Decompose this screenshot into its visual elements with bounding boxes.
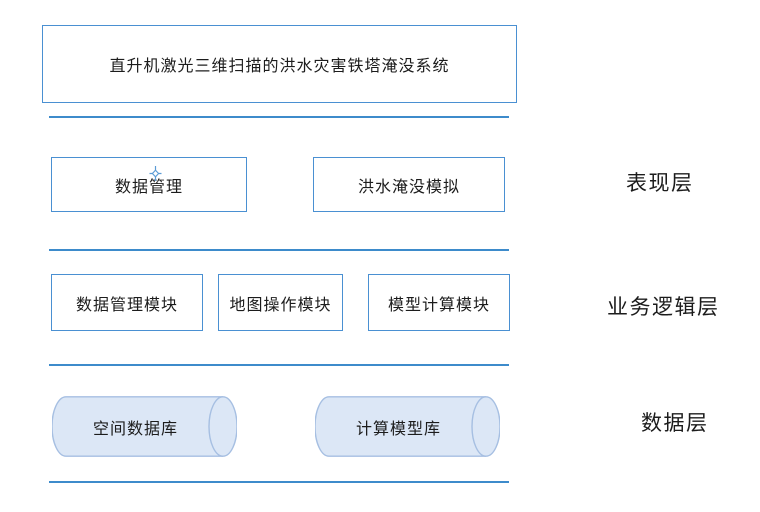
layer-divider-1 <box>49 116 509 118</box>
box-model-calculation-module: 模型计算模块 <box>368 274 510 331</box>
box-label: 模型计算模块 <box>387 294 490 314</box>
layer-divider-2 <box>49 249 509 251</box>
box-label: 地图操作模块 <box>229 294 332 314</box>
anchor-cursor-icon <box>149 166 162 181</box>
box-label: 洪水淹没模拟 <box>357 176 460 196</box>
layer-divider-3 <box>49 364 509 366</box>
cylinder-model-library: 计算模型库 <box>315 396 500 457</box>
layer-divider-4 <box>49 481 509 483</box>
layer-label-presentation: 表现层 <box>626 171 694 195</box>
box-map-operation-module: 地图操作模块 <box>218 274 343 331</box>
system-title-box: 直升机激光三维扫描的洪水灾害铁塔淹没系统 <box>42 25 517 103</box>
system-title-text: 直升机激光三维扫描的洪水灾害铁塔淹没系统 <box>109 56 450 75</box>
layer-label-data: 数据层 <box>641 411 709 435</box>
layer-label-business-logic: 业务逻辑层 <box>607 295 720 319</box>
box-data-management: 数据管理 <box>51 157 247 212</box>
box-label: 数据管理模块 <box>75 294 178 314</box>
cylinder-label: 计算模型库 <box>355 418 441 438</box>
box-data-management-module: 数据管理模块 <box>51 274 203 331</box>
box-label: 数据管理 <box>114 176 183 196</box>
box-flood-simulation: 洪水淹没模拟 <box>313 157 505 212</box>
cylinder-spatial-database: 空间数据库 <box>52 396 237 457</box>
cylinder-label: 空间数据库 <box>92 418 178 438</box>
